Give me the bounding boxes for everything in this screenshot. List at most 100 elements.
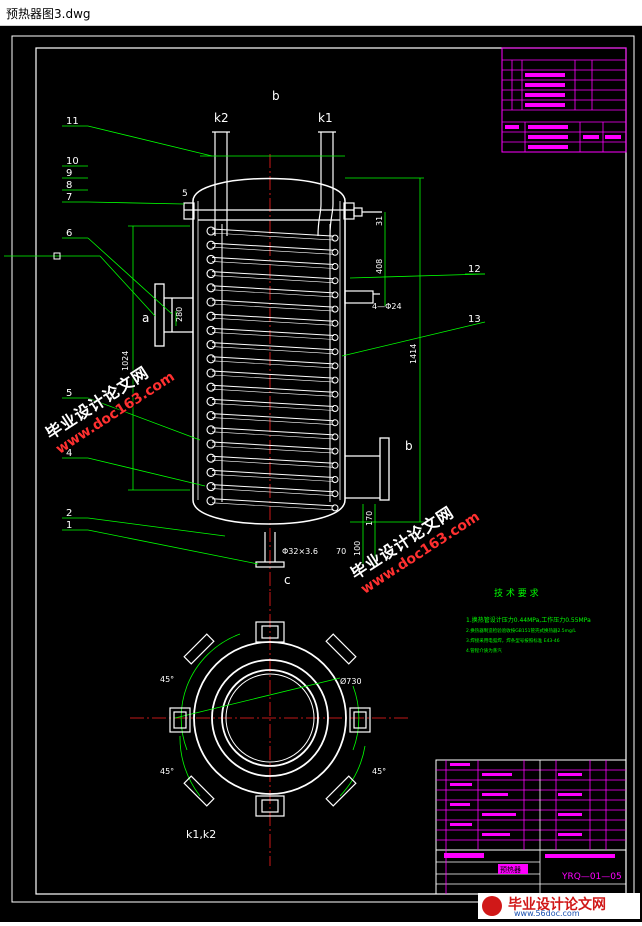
coil-tube-end xyxy=(206,340,216,350)
dim-100: 100 xyxy=(353,541,362,556)
coil-tube-end xyxy=(206,283,216,293)
window-titlebar: 预热器图3.dwg xyxy=(0,0,642,26)
coil-tube-inner xyxy=(211,232,335,241)
coil-tube-end xyxy=(331,419,339,427)
coil-tube-end xyxy=(331,461,339,469)
nozzle-right-upper xyxy=(344,290,380,304)
coil-tube-end xyxy=(331,291,339,299)
coil-tube-end xyxy=(331,405,339,412)
part-12: 12 xyxy=(468,264,481,275)
dim-1024: 1024 xyxy=(121,351,130,371)
coil-tube-end xyxy=(331,263,339,270)
coil-tube-inner xyxy=(211,459,335,468)
footer-logo-en: www.56doc.com xyxy=(514,909,580,918)
coil-tube xyxy=(211,285,335,294)
angle-45-2: 45° xyxy=(160,767,174,776)
coil-tube-end xyxy=(331,476,339,483)
coil-tube xyxy=(211,356,335,365)
coil-tube xyxy=(211,370,335,379)
coil-tube-end xyxy=(331,433,339,441)
label-b-top: b xyxy=(272,89,280,103)
label-k2: k2 xyxy=(214,111,229,125)
drawing-border-inner xyxy=(35,47,627,895)
coil-tube-end xyxy=(331,234,339,242)
coil-tube xyxy=(211,228,335,237)
part-9: 9 xyxy=(66,168,72,179)
angle-45-1: 45° xyxy=(160,675,174,684)
coil-tube-end xyxy=(206,411,216,421)
coil-tube xyxy=(211,327,335,336)
coil-tube xyxy=(211,413,335,422)
coil-tube-end xyxy=(206,297,216,307)
coil-tube xyxy=(211,484,335,493)
coil-tube xyxy=(211,256,335,265)
coil-tube-end xyxy=(206,482,216,492)
coil-tube-end xyxy=(206,240,216,250)
coil-tube-inner xyxy=(211,261,335,269)
window-title: 预热器图3.dwg xyxy=(6,7,91,21)
title-doc-number: YRQ—01—05 xyxy=(561,872,622,882)
coil-tube-inner xyxy=(211,303,335,312)
coil-tube-inner xyxy=(211,332,335,340)
coil-tube-end xyxy=(331,305,339,313)
coil-tube xyxy=(211,313,335,322)
part-leaders xyxy=(4,125,486,565)
coil-tube xyxy=(211,299,335,308)
coil-tube-end xyxy=(331,390,339,398)
nozzle-c xyxy=(255,532,285,568)
coil-tube-inner xyxy=(211,417,335,425)
coil-tube-inner xyxy=(211,431,335,440)
coil-tube-end xyxy=(206,254,216,264)
coil-tube-end xyxy=(206,496,216,506)
coil-tube-inner xyxy=(211,403,335,411)
part-13: 13 xyxy=(468,314,481,325)
nozzle-a xyxy=(154,283,193,347)
coil-tube-inner xyxy=(211,502,335,511)
footer-logo-cn: 毕业设计论文网 xyxy=(508,897,606,913)
nozzle-b xyxy=(345,437,390,501)
coil-tube-end xyxy=(331,334,339,341)
coil-tube xyxy=(211,398,335,407)
dim-170: 170 xyxy=(365,511,374,526)
label-5-flange: 5 xyxy=(182,189,188,199)
drawing-canvas[interactable]: b k2 k1 5 a b c k1,k2 11 10 9 8 7 6 5 4 … xyxy=(0,26,642,922)
tech-requirements-text: 技 术 要 求 1.换热管设计压力0.44MPa,工作压力0.55MPa 2.换… xyxy=(466,587,591,654)
leader-marker xyxy=(53,252,61,260)
label-k1: k1 xyxy=(318,111,333,125)
plan-view xyxy=(130,592,410,866)
coil-tube-end xyxy=(331,504,339,512)
coil-tube-end xyxy=(206,467,216,477)
nozzle-table xyxy=(501,47,627,153)
dimension-lines xyxy=(128,177,424,566)
coil-tube xyxy=(211,271,335,280)
part-numbers: 11 10 9 8 7 6 5 4 2 1 12 13 xyxy=(66,116,481,531)
coil-tube-end xyxy=(206,368,216,378)
coil-tube-end xyxy=(206,226,216,236)
coil-tube-inner xyxy=(211,317,335,326)
coil-tube-inner xyxy=(211,388,335,397)
coil-tube-inner xyxy=(211,488,335,496)
coil-tube-end xyxy=(206,425,216,435)
coil-tube-end xyxy=(206,311,216,321)
coil-tube-end xyxy=(206,453,216,463)
coil-tube-end xyxy=(331,447,339,455)
label-c: c xyxy=(284,573,291,587)
coil-tube-inner xyxy=(211,289,335,298)
part-6: 6 xyxy=(66,228,72,239)
dim-70: 70 xyxy=(336,547,346,556)
coil-tube xyxy=(211,384,335,393)
coil-tube-inner xyxy=(211,374,335,383)
dim-408: 408 xyxy=(375,259,384,274)
tech-line-3: 3.焊接采用电弧焊，焊条型号按照标准 E43-46 xyxy=(466,637,560,644)
coil-tube-inner xyxy=(211,246,335,255)
coil-frame xyxy=(221,224,331,502)
label-b-side: b xyxy=(405,439,413,453)
coil-tube-end xyxy=(206,382,216,392)
dim-pipe: Φ32×3.6 xyxy=(282,547,318,556)
coil-tube-inner xyxy=(211,360,335,369)
tech-line-2: 2.换热器制造检验验收按GB151管壳式换热器2.5mg/L xyxy=(466,627,576,634)
dim-280: 280 xyxy=(175,307,184,322)
part-7: 7 xyxy=(66,192,72,203)
tech-line-4: 4.管程介质为蒸汽 xyxy=(466,647,502,654)
coil-tube xyxy=(211,469,335,478)
